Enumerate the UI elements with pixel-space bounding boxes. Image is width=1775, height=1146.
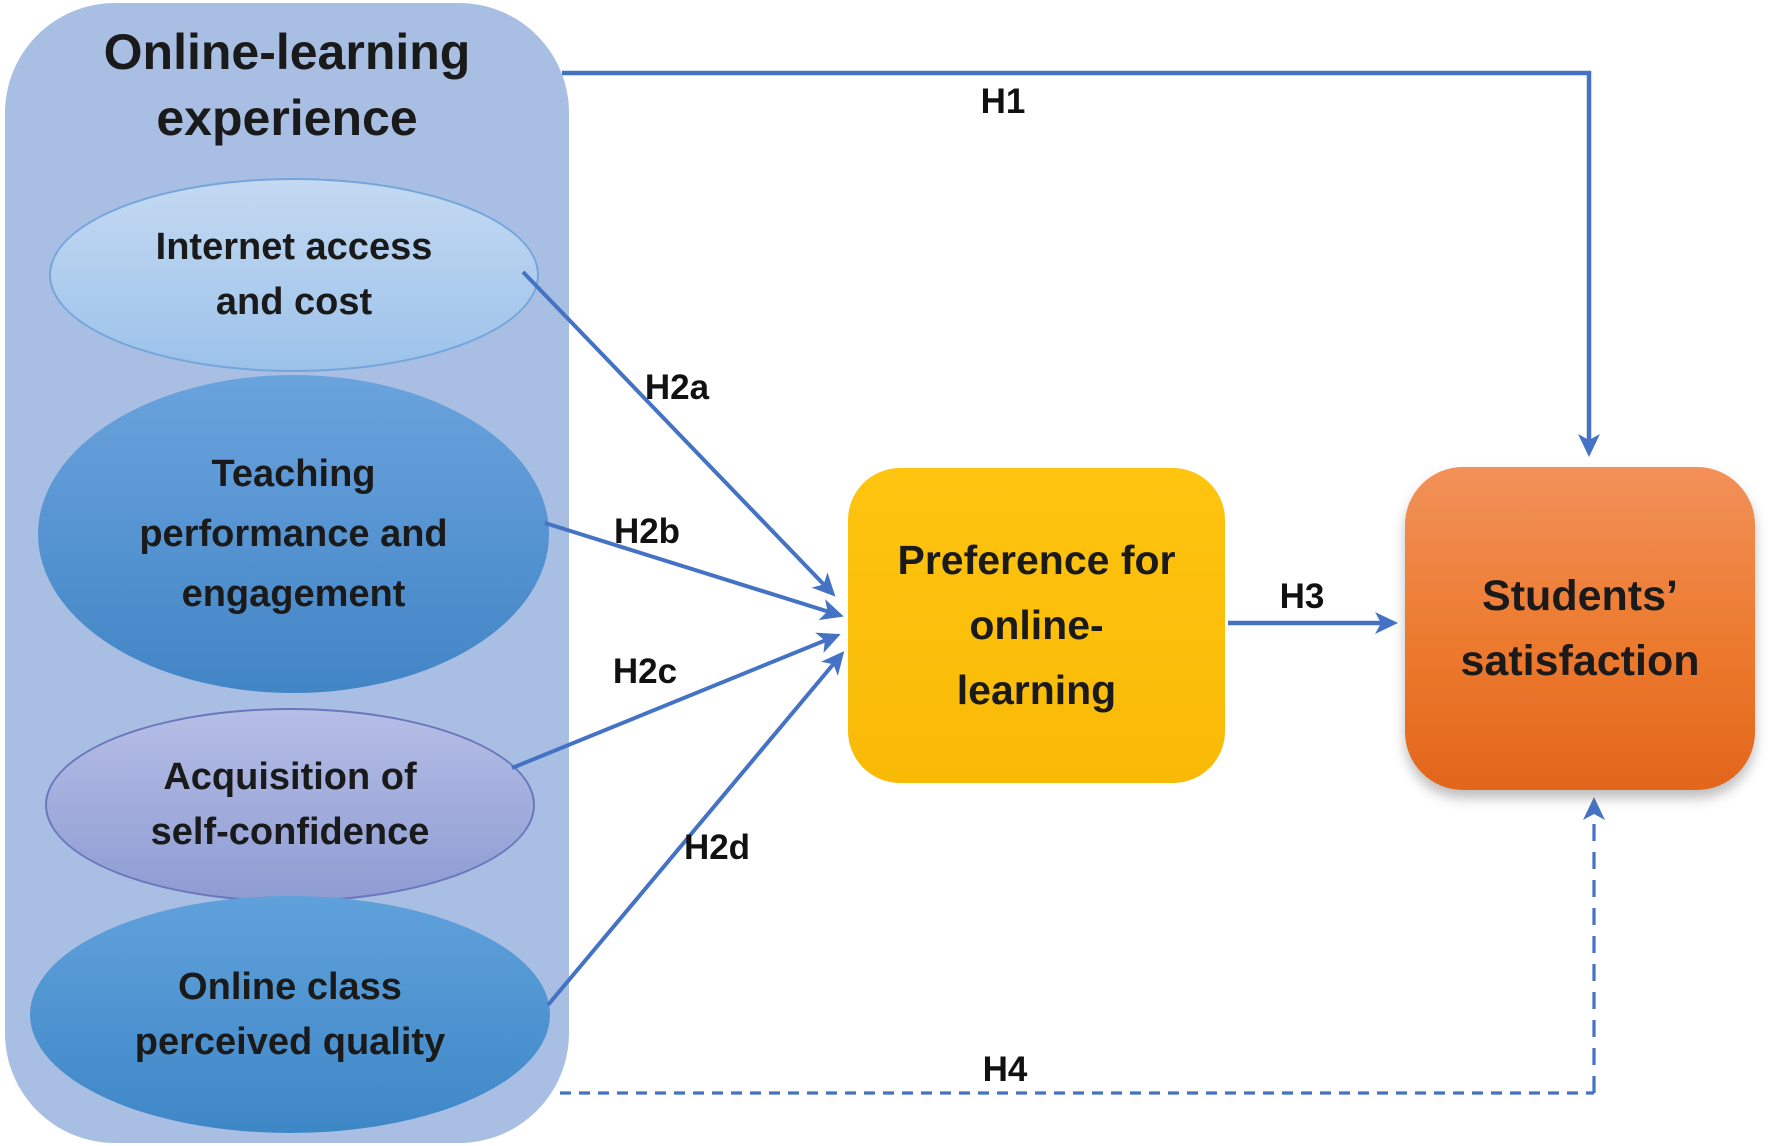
h1-connector xyxy=(562,70,1600,457)
h2b-connector xyxy=(544,521,844,621)
mediator-label-line: learning xyxy=(956,667,1117,713)
group-title: Online-learning experience xyxy=(5,19,569,151)
outcome-label-line: Students’ xyxy=(1482,571,1678,620)
factor-label-line: Online class xyxy=(178,965,402,1008)
outcome-label-line: satisfaction xyxy=(1460,636,1700,685)
factor-label-line: and cost xyxy=(215,281,373,323)
factor-label-line: Internet access xyxy=(155,226,433,268)
group-title-line1: Online-learning xyxy=(103,24,471,80)
preference-for-online-learning-node: Preference for online- learning xyxy=(848,468,1225,783)
factor-label-line: Teaching xyxy=(211,453,376,495)
online-learning-experience-group: Online-learning experience Internet acce… xyxy=(5,3,569,1143)
mediator-label-line: online- xyxy=(969,602,1104,648)
students-satisfaction-node: Students’ satisfaction xyxy=(1405,467,1755,790)
mediator-label-line: Preference for xyxy=(897,537,1176,583)
h2c-label: H2c xyxy=(612,652,678,691)
factor-label-line: perceived quality xyxy=(134,1020,446,1063)
h2b-label: H2b xyxy=(613,512,681,551)
factor-label-line: engagement xyxy=(181,573,406,615)
factor-internet-access-and-cost: Internet access and cost xyxy=(49,178,539,372)
h4-label: H4 xyxy=(982,1050,1028,1089)
factor-acquisition-of-self-confidence: Acquisition of self-confidence xyxy=(45,708,535,902)
h2d-label: H2d xyxy=(683,828,751,867)
factor-label-line: Acquisition of xyxy=(163,756,417,798)
h2a-label: H2a xyxy=(644,368,710,407)
h3-label: H3 xyxy=(1279,577,1325,616)
h1-label: H1 xyxy=(980,82,1026,121)
factor-online-class-perceived-quality: Online class perceived quality xyxy=(30,896,550,1133)
factor-teaching-performance-and-engagement: Teaching performance and engagement xyxy=(38,375,549,693)
factor-label-line: self-confidence xyxy=(150,811,430,853)
group-title-line2: experience xyxy=(156,90,418,146)
factor-label-line: performance and xyxy=(139,513,448,555)
